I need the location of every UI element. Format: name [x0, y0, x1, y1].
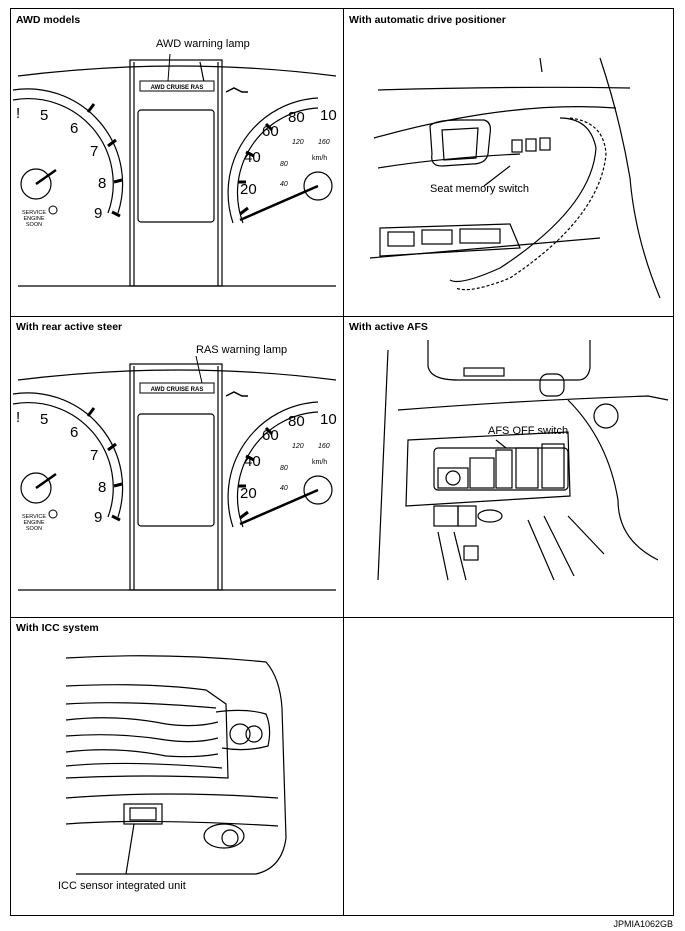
- tach-number-5: 5: [40, 107, 48, 124]
- callout-seat-memory-switch: Seat memory switch: [430, 183, 530, 195]
- speed-number-40: 40: [244, 149, 261, 166]
- service-line-1-2: SERVICE: [22, 514, 46, 520]
- tach-number-6: 6: [70, 120, 78, 137]
- tach-partial: !: [16, 105, 20, 122]
- speed-number-80-2: 80: [288, 413, 305, 430]
- speed-inner-40: 40: [280, 181, 288, 188]
- row-divider-1: [10, 316, 674, 317]
- oil-icon-2: [225, 391, 248, 397]
- callout-afs-off-switch: AFS OFF switch: [488, 425, 569, 437]
- panel-title-drive-positioner: With automatic drive positioner: [349, 14, 506, 26]
- oil-icon: [225, 87, 248, 93]
- speed-number-20-2: 20: [240, 485, 257, 502]
- panel-title-afs: With active AFS: [349, 321, 428, 333]
- afs-switch-illustration: [377, 340, 669, 581]
- speed-inner-120: 120: [292, 139, 304, 146]
- tach-number-7: 7: [90, 143, 98, 160]
- cluster-illustration-ras: AWD CRUISE RAS ! 5 6 7 8 9 20 40 60 80 1…: [12, 355, 337, 591]
- lamp-text-awd: AWD CRUISE RAS: [151, 85, 204, 91]
- speed-number-40-2: 40: [244, 453, 261, 470]
- tach-number-9: 9: [94, 205, 102, 222]
- speed-inner-120-2: 120: [292, 443, 304, 450]
- callout-awd-warning-lamp: AWD warning lamp: [156, 38, 250, 50]
- speed-unit-2: km/h: [312, 459, 327, 466]
- service-line-1: SERVICE: [22, 210, 46, 216]
- speed-unit: km/h: [312, 155, 327, 162]
- tach-number-6-2: 6: [70, 424, 78, 441]
- icc-bumper-illustration: [65, 655, 287, 875]
- lamp-text-ras: AWD CRUISE RAS: [151, 387, 204, 393]
- service-line-3: SOON: [26, 222, 42, 228]
- speed-number-10-2: 10: [320, 411, 337, 428]
- service-line-2: ENGINE: [23, 216, 44, 222]
- service-line-3-2: SOON: [26, 526, 42, 532]
- tach-number-8-2: 8: [98, 479, 106, 496]
- tach-number-7-2: 7: [90, 447, 98, 464]
- row-divider-2: [10, 617, 674, 618]
- speed-number-80: 80: [288, 109, 305, 126]
- tach-number-5-2: 5: [40, 411, 48, 428]
- speed-number-60-2: 60: [262, 427, 279, 444]
- speed-inner-160-2: 160: [318, 443, 330, 450]
- speed-number-60: 60: [262, 123, 279, 140]
- panel-title-rear-steer: With rear active steer: [16, 321, 123, 333]
- speed-inner-40-2: 40: [280, 485, 288, 492]
- tach-partial-2: !: [16, 409, 20, 426]
- reference-code: JPMIA1062GB: [613, 919, 673, 929]
- service-line-2-2: ENGINE: [23, 520, 44, 526]
- tach-number-8: 8: [98, 175, 106, 192]
- speed-inner-80-2: 80: [280, 465, 288, 472]
- tach-number-9-2: 9: [94, 509, 102, 526]
- callout-ras-warning-lamp: RAS warning lamp: [196, 344, 288, 356]
- speed-inner-80: 80: [280, 161, 288, 168]
- speed-number-10: 10: [320, 107, 337, 124]
- panel-title-awd: AWD models: [16, 14, 81, 26]
- speed-inner-160: 160: [318, 139, 330, 146]
- cluster-illustration-awd: AWD CRUISE RAS ! 5 6 7 8 9 20 40 60 80 1…: [12, 53, 337, 287]
- callout-icc-sensor-unit: ICC sensor integrated unit: [58, 880, 186, 892]
- door-trim-illustration: [369, 57, 661, 299]
- diagram-frame: [10, 8, 674, 916]
- speed-number-20: 20: [240, 181, 257, 198]
- column-divider: [343, 8, 344, 916]
- panel-title-icc: With ICC system: [16, 622, 99, 634]
